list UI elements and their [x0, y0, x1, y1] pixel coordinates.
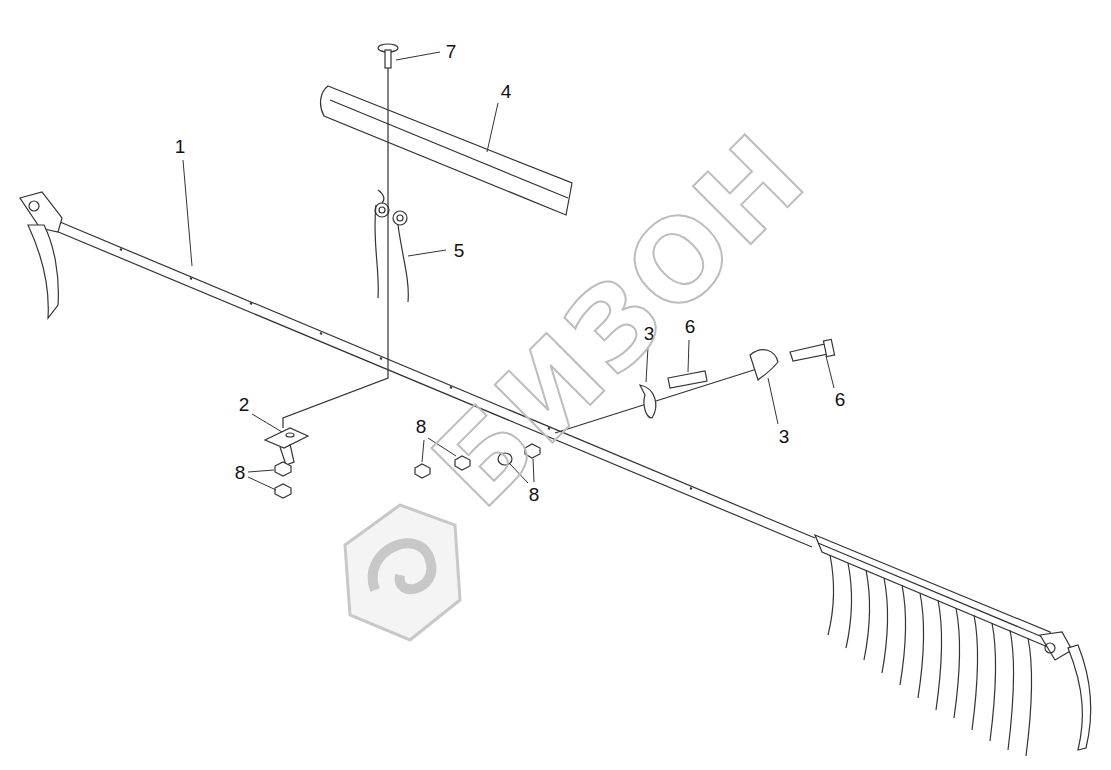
watermark-logo-swirl [373, 543, 432, 590]
callout-number: 6 [835, 390, 846, 409]
callout-number: 1 [175, 137, 186, 156]
spring-tines [375, 190, 408, 302]
bolt-and-axis [283, 44, 398, 428]
callout-number: 4 [501, 82, 512, 101]
callout-number: 5 [454, 241, 465, 260]
callout-number: 2 [239, 395, 250, 414]
watermark-logo [345, 505, 460, 640]
callout-number: 7 [446, 42, 457, 61]
rake-tines [815, 535, 1091, 756]
callout-number: 8 [235, 463, 246, 482]
callout-number: 8 [416, 417, 427, 436]
tube-part [321, 86, 572, 215]
callout-number: 3 [779, 427, 790, 446]
